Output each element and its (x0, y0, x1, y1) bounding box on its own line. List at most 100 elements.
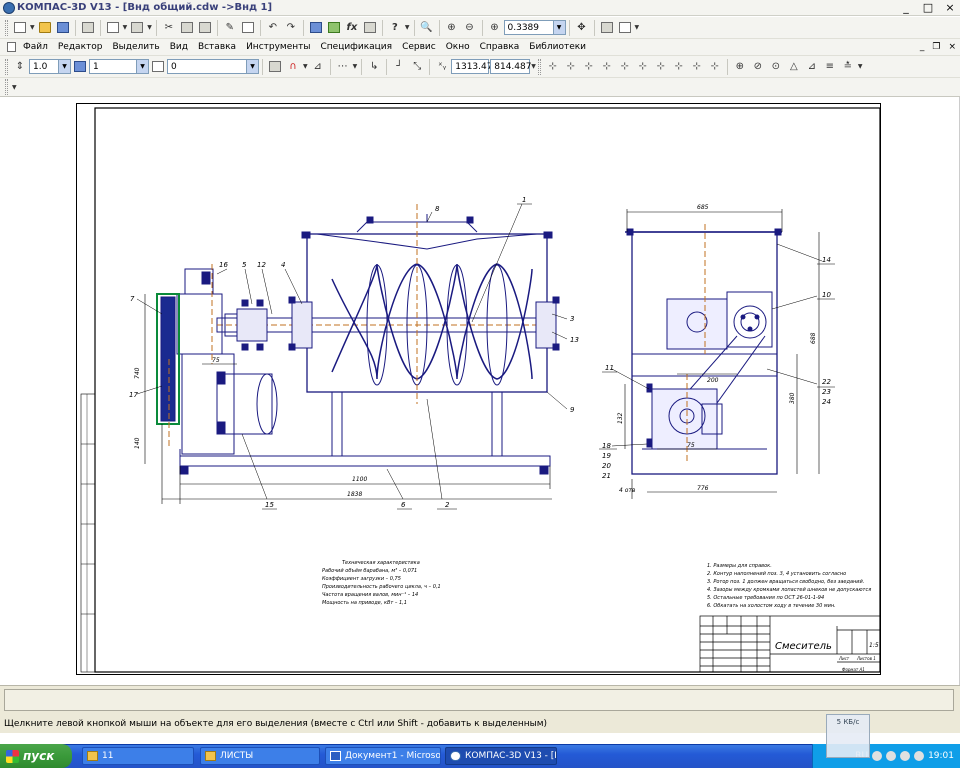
menu-libraries[interactable]: Библиотеки (529, 42, 587, 52)
toolbar-grip[interactable] (5, 58, 8, 75)
layer-combo[interactable]: 1▼ (89, 59, 149, 74)
title-block (699, 615, 881, 673)
cursor-step-icon[interactable]: ⇕ (15, 61, 25, 72)
mdi-restore-button[interactable]: ❐ (932, 42, 941, 52)
zoom-in-icon[interactable]: ⊕ (447, 22, 456, 33)
document-menu-icon[interactable] (5, 39, 17, 55)
format-brush-icon[interactable]: ✎ (225, 22, 235, 33)
start-button[interactable]: пуск (0, 744, 72, 768)
svg-text:5. Остальные требования по ОСТ: 5. Остальные требования по ОСТ 26-01-1-9… (707, 595, 824, 601)
pan-icon[interactable]: ✥ (577, 22, 586, 33)
minimize-button[interactable]: _ (903, 1, 909, 14)
properties-icon[interactable] (240, 20, 256, 36)
undo-icon[interactable]: ↶ (268, 22, 278, 33)
new-document-icon[interactable] (12, 20, 28, 36)
show-all-icon[interactable] (617, 20, 633, 36)
dim-base-length: 1100 (352, 476, 367, 483)
network-speed-widget[interactable]: 5 КБ/с (826, 714, 870, 758)
menu-select[interactable]: Выделить (112, 42, 160, 52)
drawing-sheet[interactable]: 1100 1838 740 140 75 1 2 3 4 5 6 7 8 9 1… (76, 103, 881, 675)
ortho-mode-icon[interactable]: ┘ (396, 61, 403, 72)
snap-tool-4-icon[interactable]: ⊹ (602, 61, 612, 72)
menu-tools[interactable]: Инструменты (246, 42, 311, 52)
library-icon[interactable] (326, 20, 342, 36)
menu-insert[interactable]: Вставка (197, 42, 237, 52)
geom-6-icon[interactable]: ≡ (825, 61, 835, 72)
snap-tool-10-icon[interactable]: ⊹ (710, 61, 720, 72)
geom-4-icon[interactable]: △ (790, 61, 798, 72)
snap-tool-8-icon[interactable]: ⊹ (674, 61, 684, 72)
grid-icon[interactable]: ⋯ (337, 61, 348, 72)
snap-tool-5-icon[interactable]: ⊹ (620, 61, 630, 72)
preview-icon[interactable] (105, 20, 121, 36)
menu-window[interactable]: Окно (445, 42, 470, 52)
snap-tool-2-icon[interactable]: ⊹ (566, 61, 576, 72)
geom-3-icon[interactable]: ⊙ (771, 61, 781, 72)
print-icon[interactable] (80, 20, 96, 36)
zoom-scale-icon[interactable]: ⊕ (490, 22, 499, 33)
maximize-button[interactable]: □ (922, 1, 934, 14)
menu-view[interactable]: Вид (169, 42, 188, 52)
snap-tool-1-icon[interactable]: ⊹ (548, 61, 558, 72)
save-icon[interactable] (55, 20, 71, 36)
zoom-combo[interactable]: 0.3389▼ (503, 20, 566, 35)
geom-1-icon[interactable]: ⊕ (735, 61, 745, 72)
security-icon[interactable] (900, 751, 911, 761)
menu-help[interactable]: Справка (479, 42, 520, 52)
help-icon[interactable]: ? (391, 22, 398, 33)
coord-y-field[interactable]: 814.487 (490, 59, 531, 74)
menu-file[interactable]: Файл (23, 42, 48, 52)
geom-2-icon[interactable]: ⊘ (753, 61, 763, 72)
snap-tool-7-icon[interactable]: ⊹ (656, 61, 666, 72)
svg-text:24: 24 (822, 398, 831, 406)
volume-icon[interactable] (886, 751, 897, 761)
mdi-minimize-button[interactable]: _ (919, 42, 925, 52)
step-combo[interactable]: 1.0▼ (29, 59, 71, 74)
geom-5-icon[interactable]: ⊿ (807, 61, 817, 72)
close-button[interactable]: × (945, 1, 955, 14)
toolbar-grip[interactable] (5, 79, 8, 95)
toolbar-grip[interactable] (537, 58, 541, 75)
coord-x-field[interactable]: 1313.47 (451, 59, 492, 74)
copy-icon[interactable] (179, 20, 195, 36)
calc-icon[interactable] (362, 20, 378, 36)
refresh-icon[interactable] (599, 20, 615, 36)
magnet-icon[interactable]: ∩ (289, 61, 297, 72)
style-icon[interactable] (150, 59, 166, 75)
manager-icon[interactable] (308, 20, 324, 36)
menu-edit[interactable]: Редактор (57, 42, 103, 52)
xy-icon[interactable]: ˣᵧ (438, 61, 447, 72)
open-folder-icon[interactable] (37, 20, 53, 36)
zoom-out-icon[interactable]: ⊖ (465, 22, 474, 33)
geom-7-icon[interactable]: ≛ (843, 61, 853, 72)
props-icon[interactable] (267, 59, 283, 75)
mdi-close-button[interactable]: × (948, 42, 956, 52)
cut-icon[interactable]: ✂ (164, 22, 174, 33)
kompas-icon (450, 751, 461, 761)
local-cs-icon[interactable]: ↳ (370, 61, 379, 72)
menu-service[interactable]: Сервис (402, 42, 436, 52)
taskbar-button-word[interactable]: Документ1 - Microso... (325, 747, 441, 765)
orto-icon[interactable]: ⊿ (313, 61, 322, 72)
layer-icon[interactable] (72, 59, 88, 75)
style-combo[interactable]: 0▼ (167, 59, 259, 74)
taskbar-button-folder-listy[interactable]: ЛИСТЫ (200, 747, 320, 765)
snap-icon[interactable]: ⤡ (413, 61, 422, 72)
menu-specification[interactable]: Спецификация (320, 42, 393, 52)
taskbar-button-kompas[interactable]: КОМПАС-3D V13 - [В... (445, 747, 557, 765)
toolbar-grip[interactable] (5, 19, 8, 36)
snap-tool-6-icon[interactable]: ⊹ (638, 61, 648, 72)
snap-tool-9-icon[interactable]: ⊹ (692, 61, 702, 72)
variables-icon[interactable]: fx (346, 22, 358, 33)
svg-text:5: 5 (242, 261, 247, 269)
copy-properties-icon[interactable] (129, 20, 145, 36)
dim-side-1: 200 (707, 377, 719, 384)
zoom-window-icon[interactable]: 🔍 (420, 22, 433, 33)
taskbar-button-folder-11[interactable]: 11 (82, 747, 194, 765)
snap-tool-3-icon[interactable]: ⊹ (584, 61, 594, 72)
svg-text:14: 14 (822, 256, 831, 264)
paste-icon[interactable] (197, 20, 213, 36)
update-icon[interactable] (914, 751, 925, 761)
network-icon[interactable] (872, 751, 883, 761)
redo-icon[interactable]: ↷ (286, 22, 296, 33)
